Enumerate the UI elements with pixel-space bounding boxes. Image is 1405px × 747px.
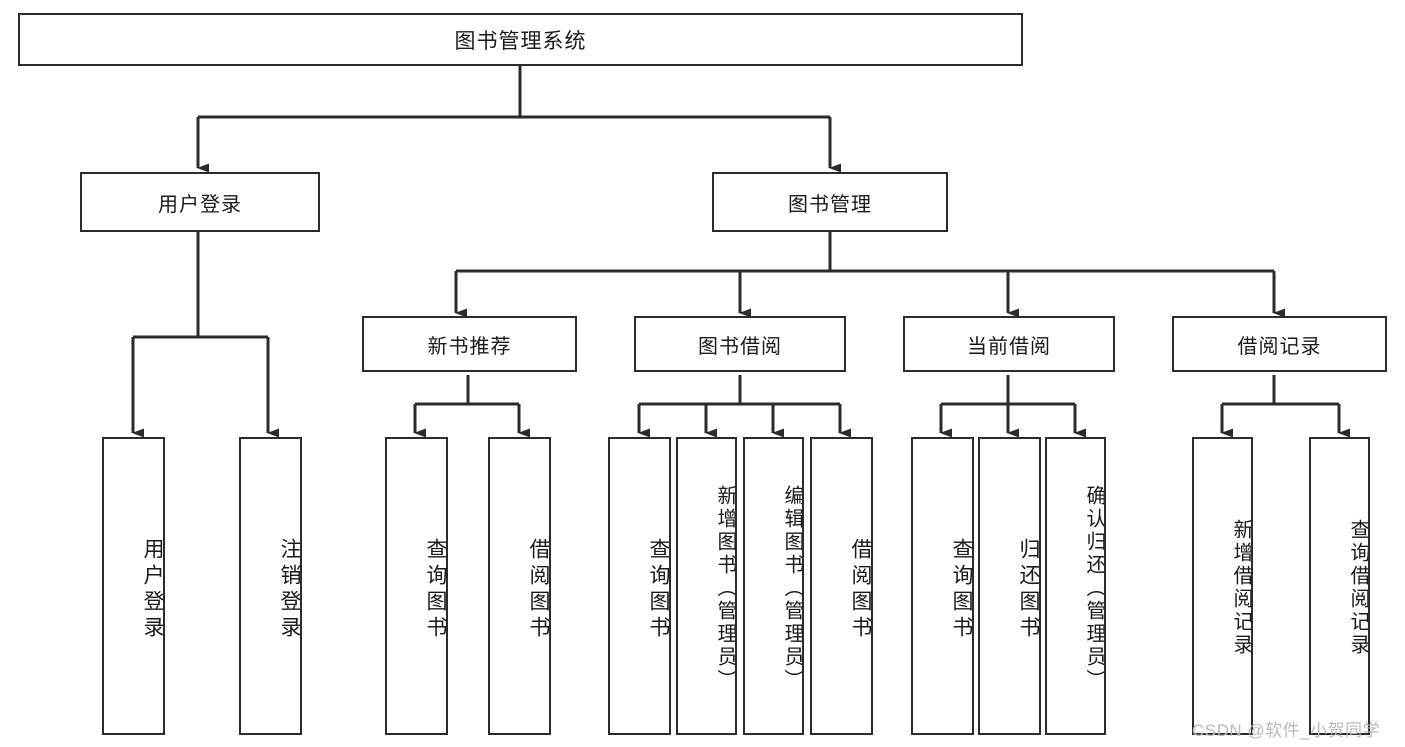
node-user-login[interactable]: 用户登录 [80, 172, 320, 232]
leaf-borrow-book-2[interactable]: 借阅图书 [810, 437, 873, 735]
leaf-query-borrow-record[interactable]: 查询借阅记录 [1309, 437, 1370, 735]
leaf-label: 查询图书 [950, 538, 973, 642]
leaf-label: 查询图书 [424, 538, 447, 642]
csdn-watermark: CSDN @软件_小贺同学 [1192, 721, 1381, 740]
leaf-label: 借阅图书 [849, 538, 872, 642]
node-new-book-recommend[interactable]: 新书推荐 [362, 316, 577, 372]
leaf-label: 新增图书（管理员） [714, 484, 736, 692]
leaf-label: 归还图书 [1017, 538, 1040, 642]
node-book-management[interactable]: 图书管理 [712, 172, 948, 232]
leaf-label: 借阅图书 [527, 538, 550, 642]
leaf-query-book-1[interactable]: 查询图书 [385, 437, 448, 735]
leaf-user-login[interactable]: 用户登录 [102, 437, 165, 735]
leaf-confirm-return[interactable]: 确认归还（管理员） [1045, 437, 1106, 735]
leaf-return-book[interactable]: 归还图书 [978, 437, 1041, 735]
node-book-borrow[interactable]: 图书借阅 [634, 316, 846, 372]
leaf-label: 新增借阅记录 [1230, 519, 1252, 657]
node-current-borrow[interactable]: 当前借阅 [903, 316, 1115, 372]
leaf-add-book[interactable]: 新增图书（管理员） [676, 437, 737, 735]
leaf-label: 查询借阅记录 [1347, 519, 1369, 657]
leaf-label: 查询图书 [647, 538, 670, 642]
leaf-label: 用户登录 [141, 538, 164, 642]
leaf-label: 注销登录 [278, 538, 301, 642]
leaf-edit-book[interactable]: 编辑图书（管理员） [743, 437, 804, 735]
node-root-system[interactable]: 图书管理系统 [18, 13, 1023, 66]
leaf-query-book-2[interactable]: 查询图书 [608, 437, 671, 735]
leaf-borrow-book-1[interactable]: 借阅图书 [488, 437, 551, 735]
node-borrow-record[interactable]: 借阅记录 [1172, 316, 1387, 372]
leaf-label: 编辑图书（管理员） [781, 484, 803, 692]
leaf-label: 确认归还（管理员） [1083, 484, 1105, 692]
leaf-add-borrow-record[interactable]: 新增借阅记录 [1192, 437, 1253, 735]
leaf-logout-login[interactable]: 注销登录 [239, 437, 302, 735]
leaf-query-book-3[interactable]: 查询图书 [911, 437, 974, 735]
